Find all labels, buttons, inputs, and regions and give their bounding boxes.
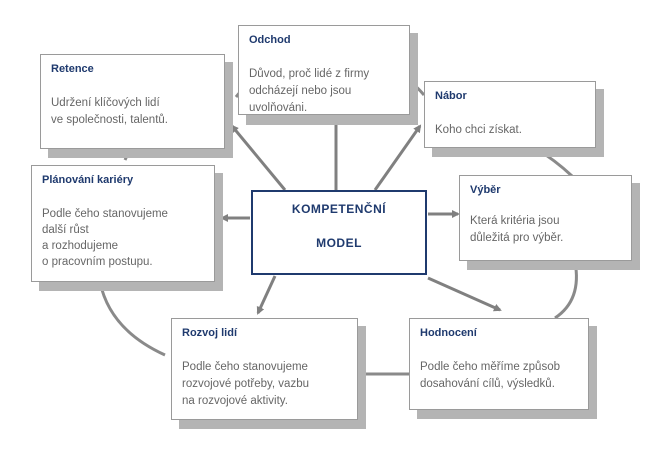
box-nabor-body: Koho chci získat. — [435, 124, 522, 136]
box-planovani: Plánování kariéry Podle čeho stanovujeme… — [31, 165, 215, 282]
arrow-to-nabor — [373, 124, 422, 191]
box-hodnoceni-body: Podle čeho měříme způsob dosahování cílů… — [420, 361, 560, 390]
center-title-line2: MODEL — [316, 236, 362, 250]
box-retence-title: Retence — [51, 63, 94, 75]
box-odchod: Odchod Důvod, proč lidé z firmy odcházej… — [238, 25, 410, 115]
arrow-to-hodnoceni — [427, 276, 502, 312]
box-vyber-title: Výběr — [470, 184, 501, 196]
center-arrows — [220, 112, 502, 315]
box-nabor: Nábor Koho chci získat. — [424, 81, 596, 148]
box-rozvoj: Rozvoj lidí Podle čeho stanovujeme rozvo… — [171, 318, 358, 420]
box-vyber-body: Která kritéria jsou důležitá pro výběr. — [470, 215, 564, 244]
box-nabor-title: Nábor — [435, 90, 467, 102]
box-odchod-body: Důvod, proč lidé z firmy odcházejí nebo … — [249, 68, 370, 114]
box-retence: Retence Udržení klíčových lidí ve společ… — [40, 54, 225, 149]
center-competence-model: KOMPETENČNÍ MODEL — [251, 190, 427, 275]
box-retence-body: Udržení klíčových lidí ve společnosti, t… — [51, 97, 168, 126]
box-planovani-body: Podle čeho stanovujeme další růst a rozh… — [42, 208, 168, 268]
box-rozvoj-title: Rozvoj lidí — [182, 327, 237, 339]
box-hodnoceni-title: Hodnocení — [420, 327, 477, 339]
box-planovani-title: Plánování kariéry — [42, 174, 134, 186]
arrow-to-rozvoj — [256, 275, 277, 315]
box-vyber: Výběr Která kritéria jsou důležitá pro v… — [459, 175, 632, 261]
box-odchod-title: Odchod — [249, 34, 291, 46]
center-title-line1: KOMPETENČNÍ — [291, 202, 387, 216]
arrow-to-retence — [230, 124, 287, 191]
box-hodnoceni: Hodnocení Podle čeho měříme způsob dosah… — [409, 318, 589, 410]
arc-planovani-rozvoj — [98, 281, 166, 357]
arc-vyber-hodnoceni — [554, 261, 578, 320]
box-rozvoj-body: Podle čeho stanovujeme rozvojové potřeby… — [182, 361, 309, 407]
